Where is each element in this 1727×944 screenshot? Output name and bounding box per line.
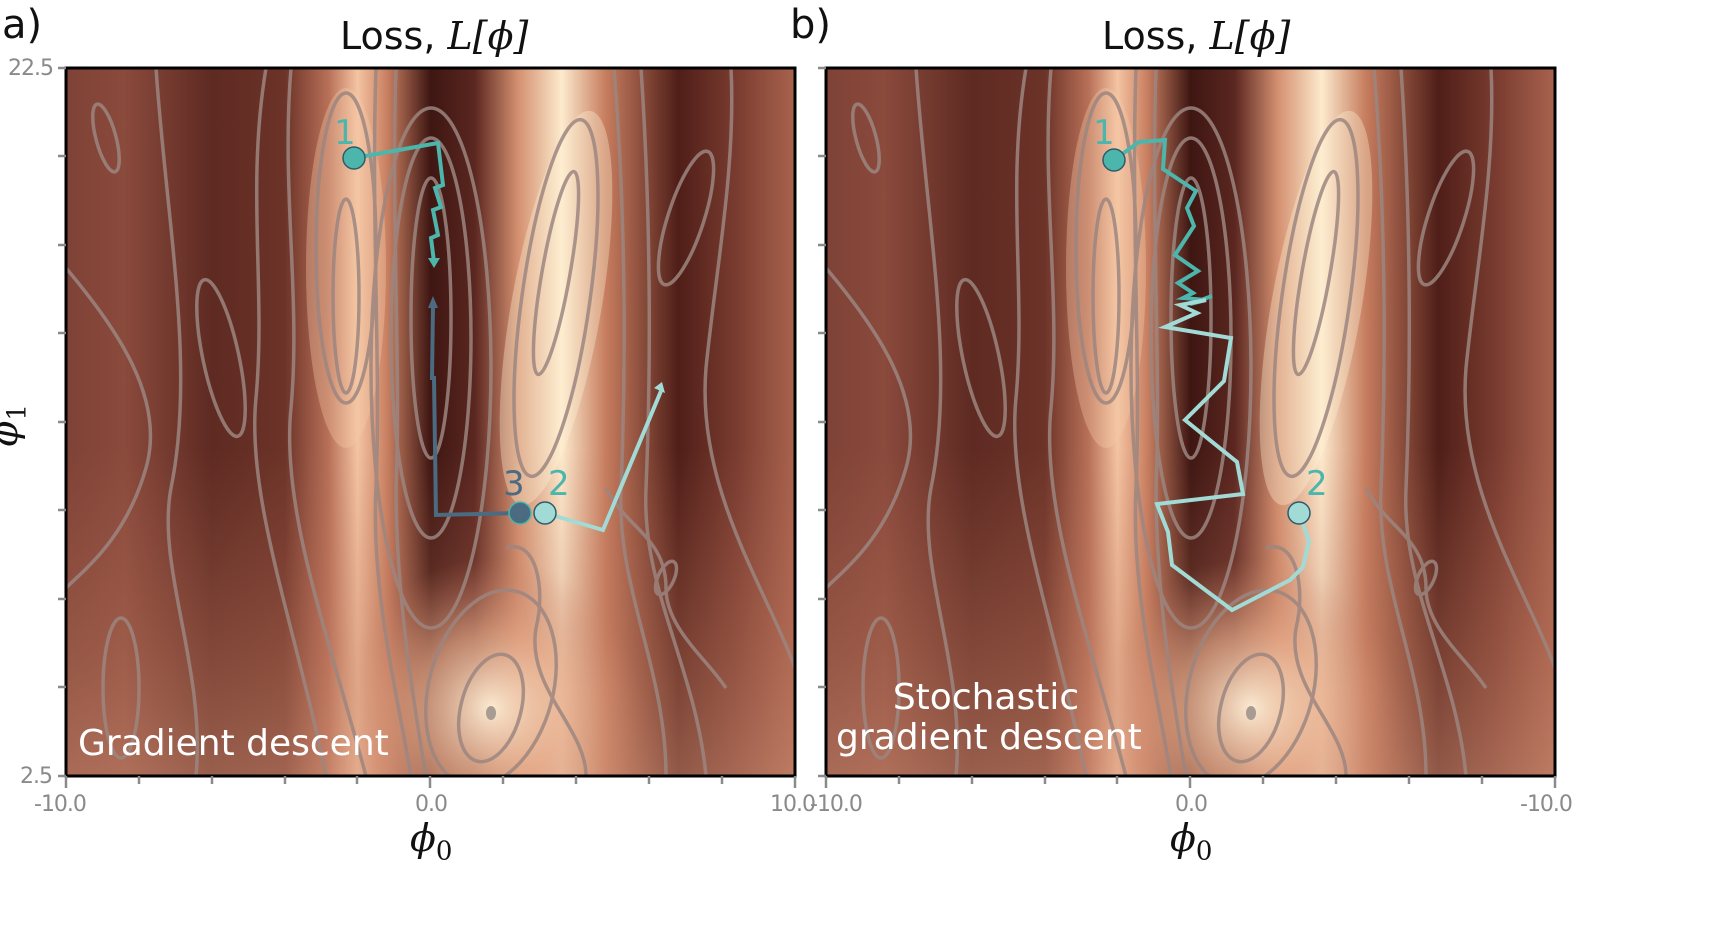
- start-point-1: [342, 146, 366, 170]
- panel-b-method-line1: Stochastic: [892, 677, 1080, 718]
- panel-a-label: a): [2, 2, 43, 48]
- panel-b-y-ticks: [818, 66, 826, 778]
- panel-a-x-axis-symbol: ϕ: [410, 816, 436, 860]
- panel-b-marker-label-1: 1: [1093, 113, 1115, 153]
- sgd-start-point-1: [1102, 148, 1126, 172]
- panel-b-markers: [1102, 148, 1311, 525]
- panel-b-trajectories: [1112, 137, 1312, 613]
- panel-b-label: b): [790, 2, 831, 48]
- panel-a-y-tick-bottom: 2.5: [20, 764, 53, 789]
- gd-path-1: [353, 140, 446, 263]
- panel-b-method-label: Stochastic gradient descent: [836, 677, 1142, 758]
- panel-a-x-axis-subscript: 0: [435, 836, 453, 867]
- panel-a-title: Loss, L[ϕ]: [340, 14, 528, 58]
- panel-a-x-axis-label: ϕ0: [410, 816, 452, 867]
- panel-b-title-text: Loss,: [1102, 14, 1210, 58]
- panel-b-title-math: L[ϕ]: [1209, 14, 1291, 58]
- panel-b-x-tick-mid: 0.0: [1175, 792, 1208, 817]
- panel-a-markers: [342, 146, 557, 525]
- panel-a-marker-label-1: 1: [334, 113, 356, 153]
- panel-a-y-axis-label: ϕ1: [0, 404, 33, 446]
- panel-b-x-ticks: [824, 776, 1557, 788]
- panel-a-title-text: Loss,: [340, 14, 448, 58]
- panel-a-method-label: Gradient descent: [78, 723, 389, 764]
- panel-a-x-tick-mid: 0.0: [415, 792, 448, 817]
- panel-a-y-tick-top: 22.5: [8, 56, 54, 81]
- panel-a-trajectories: [353, 140, 665, 533]
- panel-b-marker-label-2: 2: [1306, 464, 1328, 504]
- panel-b-x-tick-right: -10.0: [1520, 792, 1573, 817]
- gd-path-3-arrow-icon: [428, 296, 438, 308]
- panel-b-x-tick-left: -10.0: [810, 792, 863, 817]
- panel-a-x-tick-right: 10.0: [770, 792, 816, 817]
- panel-b-title: Loss, L[ϕ]: [1102, 14, 1290, 58]
- start-point-2: [533, 501, 557, 525]
- gd-path-1-arrow-icon: [428, 258, 440, 268]
- panel-a-x-tick-left: -10.0: [34, 792, 87, 817]
- sgd-start-point-2: [1287, 501, 1311, 525]
- panel-a-x-ticks: [64, 776, 797, 788]
- panel-b-method-line2: gradient descent: [836, 717, 1142, 758]
- panel-a-title-math: L[ϕ]: [447, 14, 529, 58]
- panel-a-y-ticks: [58, 66, 66, 778]
- sgd-path-1: [1112, 137, 1213, 306]
- panel-b-x-axis-symbol: ϕ: [1170, 816, 1196, 860]
- gd-path-3: [429, 304, 521, 518]
- gd-path-2: [544, 390, 663, 533]
- panel-a-y-axis-symbol: ϕ: [0, 421, 26, 447]
- start-point-3: [508, 501, 532, 525]
- panel-b-x-axis-label: ϕ0: [1170, 816, 1212, 867]
- gd-path-2-arrow-icon: [654, 382, 665, 393]
- panel-b-x-axis-subscript: 0: [1195, 836, 1213, 867]
- panel-a-marker-label-2: 2: [548, 464, 570, 504]
- panel-a-y-axis-subscript: 1: [2, 404, 33, 421]
- panel-a-marker-label-3: 3: [503, 464, 525, 504]
- sgd-path-2: [1154, 298, 1312, 613]
